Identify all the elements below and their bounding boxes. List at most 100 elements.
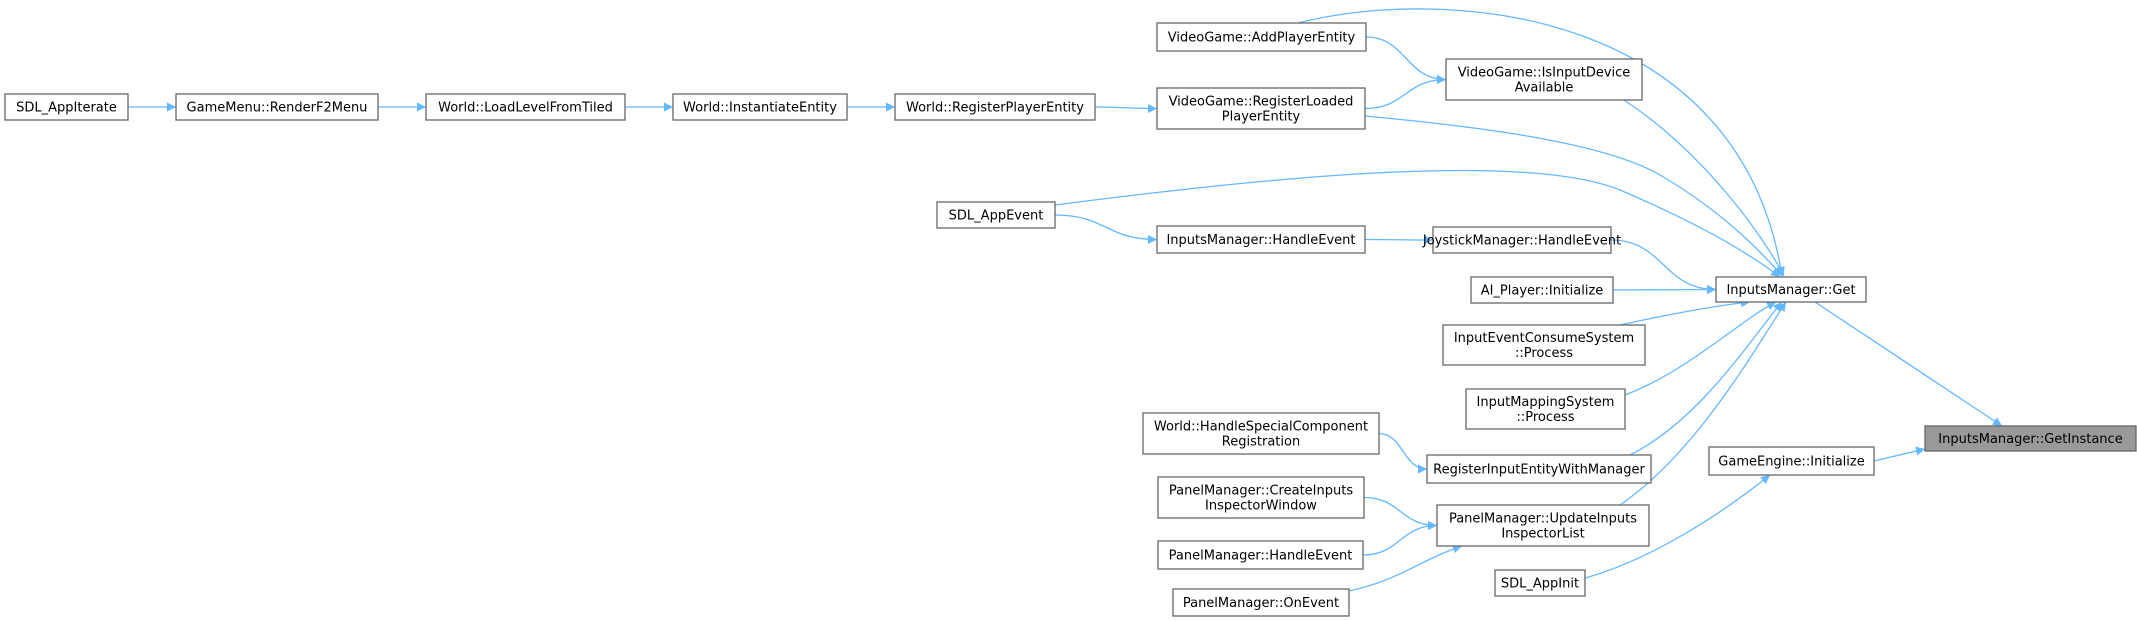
node-gameengine-init[interactable]: GameEngine::Initialize [1708,446,1875,476]
node-box [1156,87,1366,130]
edge-sdl-appevent-to-inputs-handle [1054,214,1158,244]
node-sdl-appinit[interactable]: SDL_AppInit [1494,569,1586,597]
node-box [936,201,1056,229]
node-box [1426,454,1652,484]
edge-panel-create-to-panel-update [1363,496,1438,530]
edge-register-loaded-to-is-input-device [1364,75,1447,110]
node-label: InputMappingSystem [1477,395,1615,410]
node-box [672,93,848,121]
node-label: Registration [1222,435,1300,450]
node-input-mapping[interactable]: InputMappingSystem::Process [1465,388,1626,430]
node-box [1157,476,1365,519]
edge-add-player-to-get [1297,8,1786,277]
node-box [1708,446,1875,476]
edge-sdl-appinit-to-gameengine-init [1584,474,1771,579]
edge-inputs-handle-to-joystick-handle [1364,235,1434,245]
edge-add-player-to-is-input-device [1365,36,1447,84]
node-add-player[interactable]: VideoGame::AddPlayerEntity [1156,22,1367,52]
node-label: JoystickManager::HandleEvent [1422,234,1621,249]
node-label: PlayerEntity [1222,110,1301,125]
node-box [894,93,1096,121]
node-label: InputsManager::HandleEvent [1166,233,1355,248]
node-label: World::RegisterPlayerEntity [906,101,1084,116]
node-label: PanelManager::OnEvent [1183,596,1339,611]
edge-gameengine-init-to-target [1873,446,1926,462]
node-label: ::Process [1515,346,1573,361]
node-box [4,93,129,121]
node-label: PanelManager::CreateInputs [1169,484,1353,499]
node-box [425,93,626,121]
node-panel-onevent[interactable]: PanelManager::OnEvent [1172,588,1350,617]
node-world-instantiate[interactable]: World::InstantiateEntity [672,93,848,121]
node-sdl-appiterate[interactable]: SDL_AppIterate [4,93,129,121]
node-label: PanelManager::HandleEvent [1169,549,1353,564]
node-sdl-appevent[interactable]: SDL_AppEvent [936,201,1056,229]
edge-panel-handle-to-panel-update [1362,521,1438,556]
edge-panel-onevent-to-panel-update [1348,544,1463,592]
node-box [1157,540,1364,570]
node-input-event-consume[interactable]: InputEventConsumeSystem::Process [1442,324,1646,366]
node-label: ::Process [1516,410,1574,425]
node-panel-handle[interactable]: PanelManager::HandleEvent [1157,540,1364,570]
node-label: InputsManager::Get [1726,283,1855,298]
node-joystick-handle[interactable]: JoystickManager::HandleEvent [1422,226,1621,254]
node-inputs-handle[interactable]: InputsManager::HandleEvent [1156,225,1366,254]
node-get[interactable]: InputsManager::Get [1715,276,1867,303]
node-box [1494,569,1586,597]
node-label: World::HandleSpecialComponent [1154,420,1368,435]
node-box [175,93,379,121]
node-label: InspectorWindow [1205,499,1317,514]
node-world-register-player[interactable]: World::RegisterPlayerEntity [894,93,1096,121]
node-box [1156,22,1367,52]
nodes-layer: InputsManager::GetInstance InputsManager:… [4,22,2137,617]
edge-ai-player-to-get [1612,285,1717,295]
edge-is-input-device-to-get [1623,99,1785,277]
node-label: PanelManager::UpdateInputs [1449,512,1637,527]
edge-world-handle-special-to-register-input-entity [1378,432,1428,474]
node-label: RegisterInputEntityWithManager [1433,463,1645,478]
node-box [1465,388,1626,430]
node-label: World::InstantiateEntity [683,101,837,116]
node-world-handle-special[interactable]: World::HandleSpecialComponentRegistratio… [1142,412,1380,455]
edge-input-event-consume-to-get [1619,298,1751,326]
node-box [1172,588,1350,617]
node-box [1445,58,1643,101]
edge-sdl-appevent-to-get [1054,169,1781,278]
node-label: VideoGame::AddPlayerEntity [1168,31,1356,46]
node-label: SDL_AppIterate [16,101,117,116]
node-box [1432,226,1612,254]
node-label: GameEngine::Initialize [1718,455,1864,470]
node-label: InputsManager::GetInstance [1938,432,2122,447]
node-world-load-level[interactable]: World::LoadLevelFromTiled [425,93,626,121]
edge-get-to-target [1814,301,2003,427]
node-ai-player[interactable]: AI_Player::Initialize [1470,276,1614,304]
node-box [1470,276,1614,304]
node-box [1442,324,1646,366]
node-label: GameMenu::RenderF2Menu [187,101,368,116]
edges-layer [128,8,2003,592]
node-target[interactable]: InputsManager::GetInstance [1924,425,2137,452]
node-label: InspectorList [1501,527,1584,542]
edge-register-loaded-to-get [1364,115,1783,277]
node-gamemenu-render[interactable]: GameMenu::RenderF2Menu [175,93,379,121]
node-label: SDL_AppEvent [949,209,1044,224]
node-register-input-entity[interactable]: RegisterInputEntityWithManager [1426,454,1652,484]
edge-register-input-entity-to-get [1629,301,1783,456]
node-box [1924,425,2137,452]
node-panel-create[interactable]: PanelManager::CreateInputsInspectorWindo… [1157,476,1365,519]
node-box [1142,412,1380,455]
edge-input-mapping-to-get [1624,301,1777,396]
node-box [1156,225,1366,254]
node-box [1436,504,1650,547]
node-label: AI_Player::Initialize [1481,284,1604,299]
node-label: VideoGame::IsInputDevice [1458,66,1631,81]
node-label: VideoGame::RegisterLoaded [1169,95,1354,110]
edge-world-register-player-to-register-loaded [1094,103,1158,113]
node-label: InputEventConsumeSystem [1454,331,1634,346]
node-label: World::LoadLevelFromTiled [438,101,613,116]
node-label: Available [1515,81,1574,96]
